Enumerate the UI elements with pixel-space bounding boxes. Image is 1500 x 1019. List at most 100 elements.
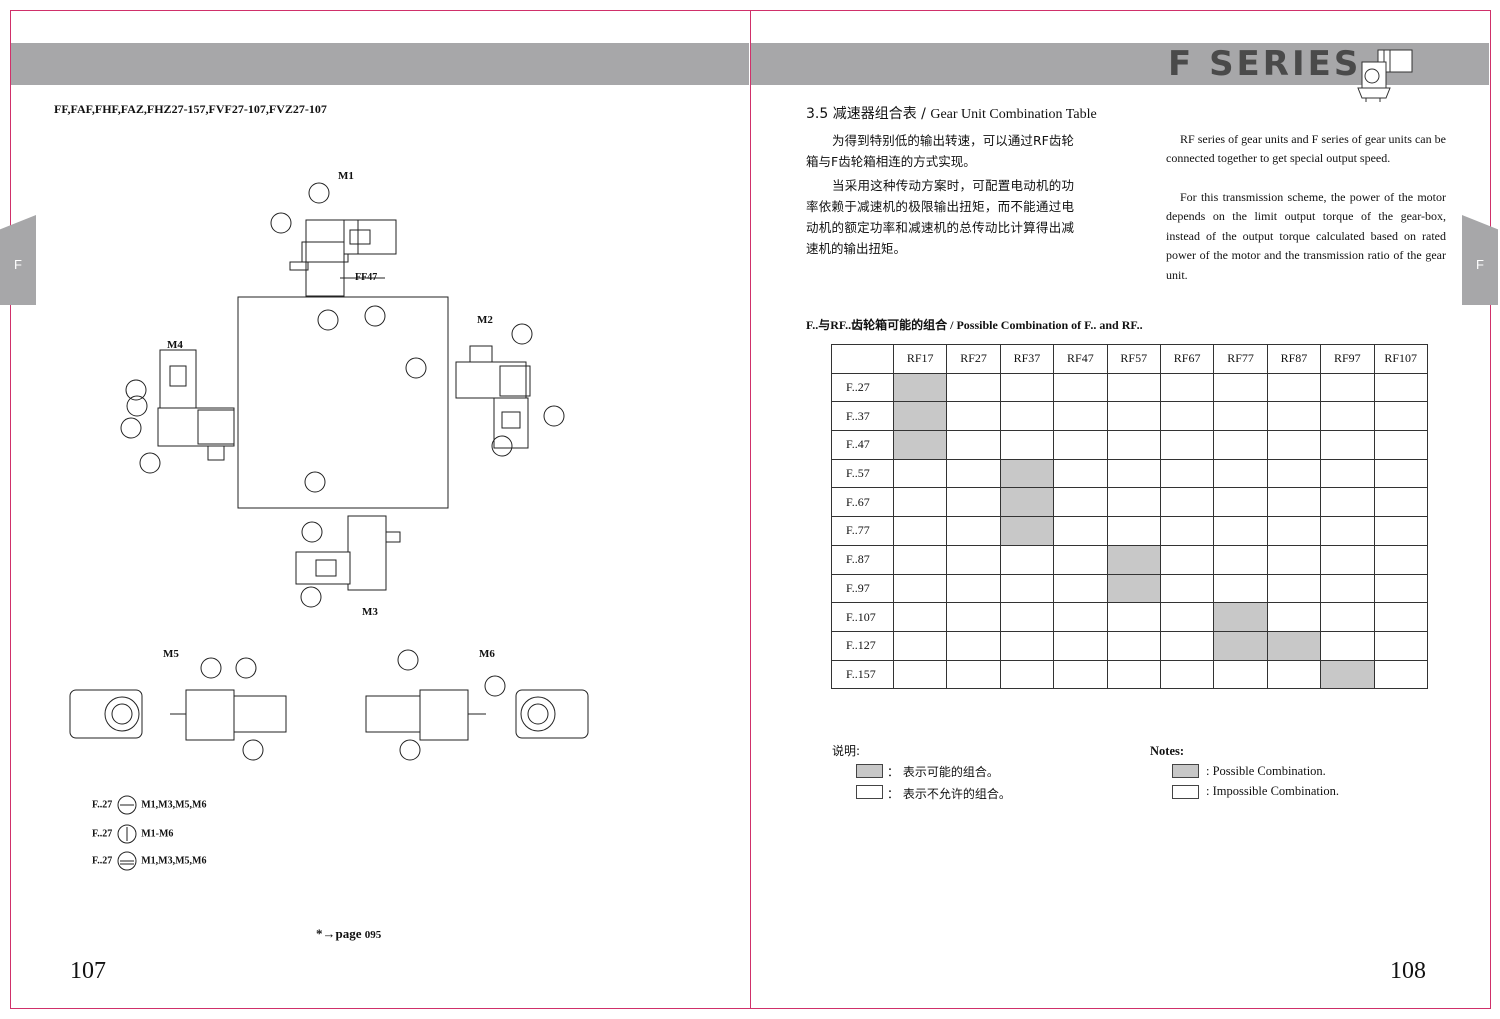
legend-row-3: F..27 M1,M3,M5,M6 bbox=[92, 851, 206, 871]
table-row-header: F..37 bbox=[831, 401, 894, 432]
gear-unit-m2 bbox=[455, 345, 531, 449]
table-row: F..107 bbox=[831, 602, 1428, 632]
table-cell bbox=[1053, 430, 1108, 460]
table-column-header: RF47 bbox=[1053, 344, 1108, 374]
table-row-header: F..97 bbox=[831, 573, 894, 604]
table-cell-possible bbox=[892, 372, 948, 403]
right-page-number: 108 bbox=[1390, 958, 1426, 984]
notes-cn-impossible: ： 表示不允许的组合。 bbox=[887, 787, 1011, 801]
table-cell bbox=[1320, 401, 1375, 432]
table-cell bbox=[1373, 430, 1428, 460]
swatch-possible-cn bbox=[856, 764, 883, 778]
table-row: F..77 bbox=[831, 516, 1428, 546]
label-m6: M6 bbox=[479, 648, 495, 660]
table-cell bbox=[946, 372, 1001, 403]
table-cell bbox=[892, 630, 948, 661]
table-cell bbox=[946, 544, 1001, 575]
gear-unit-m3 bbox=[295, 515, 401, 591]
header-gearbox-icon bbox=[1357, 49, 1413, 102]
table-column-header: RF77 bbox=[1213, 344, 1268, 374]
cn-paragraph-1: 为得到特别低的输出转速，可以通过RF齿轮箱与F齿轮箱相连的方式实现。 bbox=[806, 133, 1074, 169]
left-page-title: FF,FAF,FHF,FAZ,FHZ27-157,FVF27-107,FVZ27… bbox=[54, 102, 327, 116]
table-cell-possible bbox=[1266, 630, 1322, 661]
gear-unit-m1 bbox=[289, 219, 397, 297]
table-row: F..37 bbox=[831, 401, 1428, 432]
table-cell bbox=[946, 458, 1001, 489]
table-column-header: RF107 bbox=[1373, 344, 1428, 374]
gear-unit-m6 bbox=[365, 689, 589, 741]
table-cell bbox=[1373, 487, 1428, 518]
table-cell bbox=[999, 573, 1055, 604]
table-cell bbox=[999, 659, 1055, 690]
table-cell bbox=[1320, 544, 1375, 575]
left-header-band bbox=[11, 43, 749, 85]
legend-symbol-icon bbox=[117, 795, 137, 815]
right-page-frame bbox=[750, 10, 1491, 1009]
table-cell bbox=[1266, 458, 1322, 489]
table-cell bbox=[1053, 544, 1108, 575]
table-cell bbox=[1320, 630, 1375, 661]
table-cell bbox=[1159, 487, 1215, 518]
table-cell bbox=[1106, 516, 1161, 546]
table-cell bbox=[1213, 573, 1268, 604]
table-cell bbox=[1159, 602, 1215, 632]
mounting-position-diagram bbox=[69, 182, 589, 761]
table-cell bbox=[999, 544, 1055, 575]
table-cell bbox=[999, 372, 1055, 403]
table-cell bbox=[1266, 659, 1322, 690]
table-cell-possible bbox=[892, 401, 948, 432]
table-cell bbox=[1106, 401, 1161, 432]
table-cell bbox=[1266, 487, 1322, 518]
table-cell-possible bbox=[1213, 630, 1268, 661]
table-cell bbox=[999, 401, 1055, 432]
table-cell bbox=[1053, 630, 1108, 661]
table-column-header: RF87 bbox=[1266, 344, 1322, 374]
label-m2: M2 bbox=[477, 314, 493, 326]
table-cell bbox=[1106, 602, 1161, 632]
table-cell bbox=[892, 659, 948, 690]
table-cell bbox=[1053, 487, 1108, 518]
table-cell bbox=[1320, 487, 1375, 518]
legend-row-2: F..27 M1-M6 bbox=[92, 824, 173, 844]
table-cell-possible bbox=[892, 430, 948, 460]
table-cell bbox=[1106, 487, 1161, 518]
table-row-header: F..87 bbox=[831, 544, 894, 575]
table-cell bbox=[1373, 573, 1428, 604]
table-cell-possible bbox=[999, 516, 1055, 546]
table-row-header: F..67 bbox=[831, 487, 894, 518]
table-cell bbox=[946, 487, 1001, 518]
table-cell bbox=[1373, 659, 1428, 690]
table-cell bbox=[1213, 544, 1268, 575]
en-paragraph-1: RF series of gear units and F series of … bbox=[1166, 132, 1446, 166]
legend-symbol-icon bbox=[117, 851, 137, 871]
table-cell-possible bbox=[999, 487, 1055, 518]
table-cell bbox=[1106, 458, 1161, 489]
table-cell bbox=[1159, 458, 1215, 489]
table-cell bbox=[1053, 401, 1108, 432]
table-cell bbox=[1213, 458, 1268, 489]
table-cell bbox=[1320, 458, 1375, 489]
table-cell bbox=[946, 573, 1001, 604]
table-cell bbox=[1053, 573, 1108, 604]
table-cell bbox=[1053, 659, 1108, 690]
label-ff47: FF47 bbox=[355, 272, 378, 283]
label-m4: M4 bbox=[167, 339, 183, 351]
table-cell-possible bbox=[1106, 573, 1161, 604]
table-cell bbox=[1159, 401, 1215, 432]
label-m1: M1 bbox=[338, 170, 354, 182]
table-cell bbox=[1320, 573, 1375, 604]
table-cell bbox=[1266, 516, 1322, 546]
table-cell bbox=[1266, 372, 1322, 403]
table-cell bbox=[1320, 602, 1375, 632]
table-cell bbox=[1106, 659, 1161, 690]
notes-en-title: Notes: bbox=[1150, 744, 1185, 758]
table-cell bbox=[892, 458, 948, 489]
table-cell bbox=[1266, 602, 1322, 632]
table-cell bbox=[1373, 401, 1428, 432]
notes-en-impossible: : Impossible Combination. bbox=[1206, 784, 1339, 798]
table-cell bbox=[1106, 630, 1161, 661]
table-cell bbox=[892, 602, 948, 632]
legend-symbol-icon bbox=[117, 824, 137, 844]
table-cell bbox=[1373, 516, 1428, 546]
